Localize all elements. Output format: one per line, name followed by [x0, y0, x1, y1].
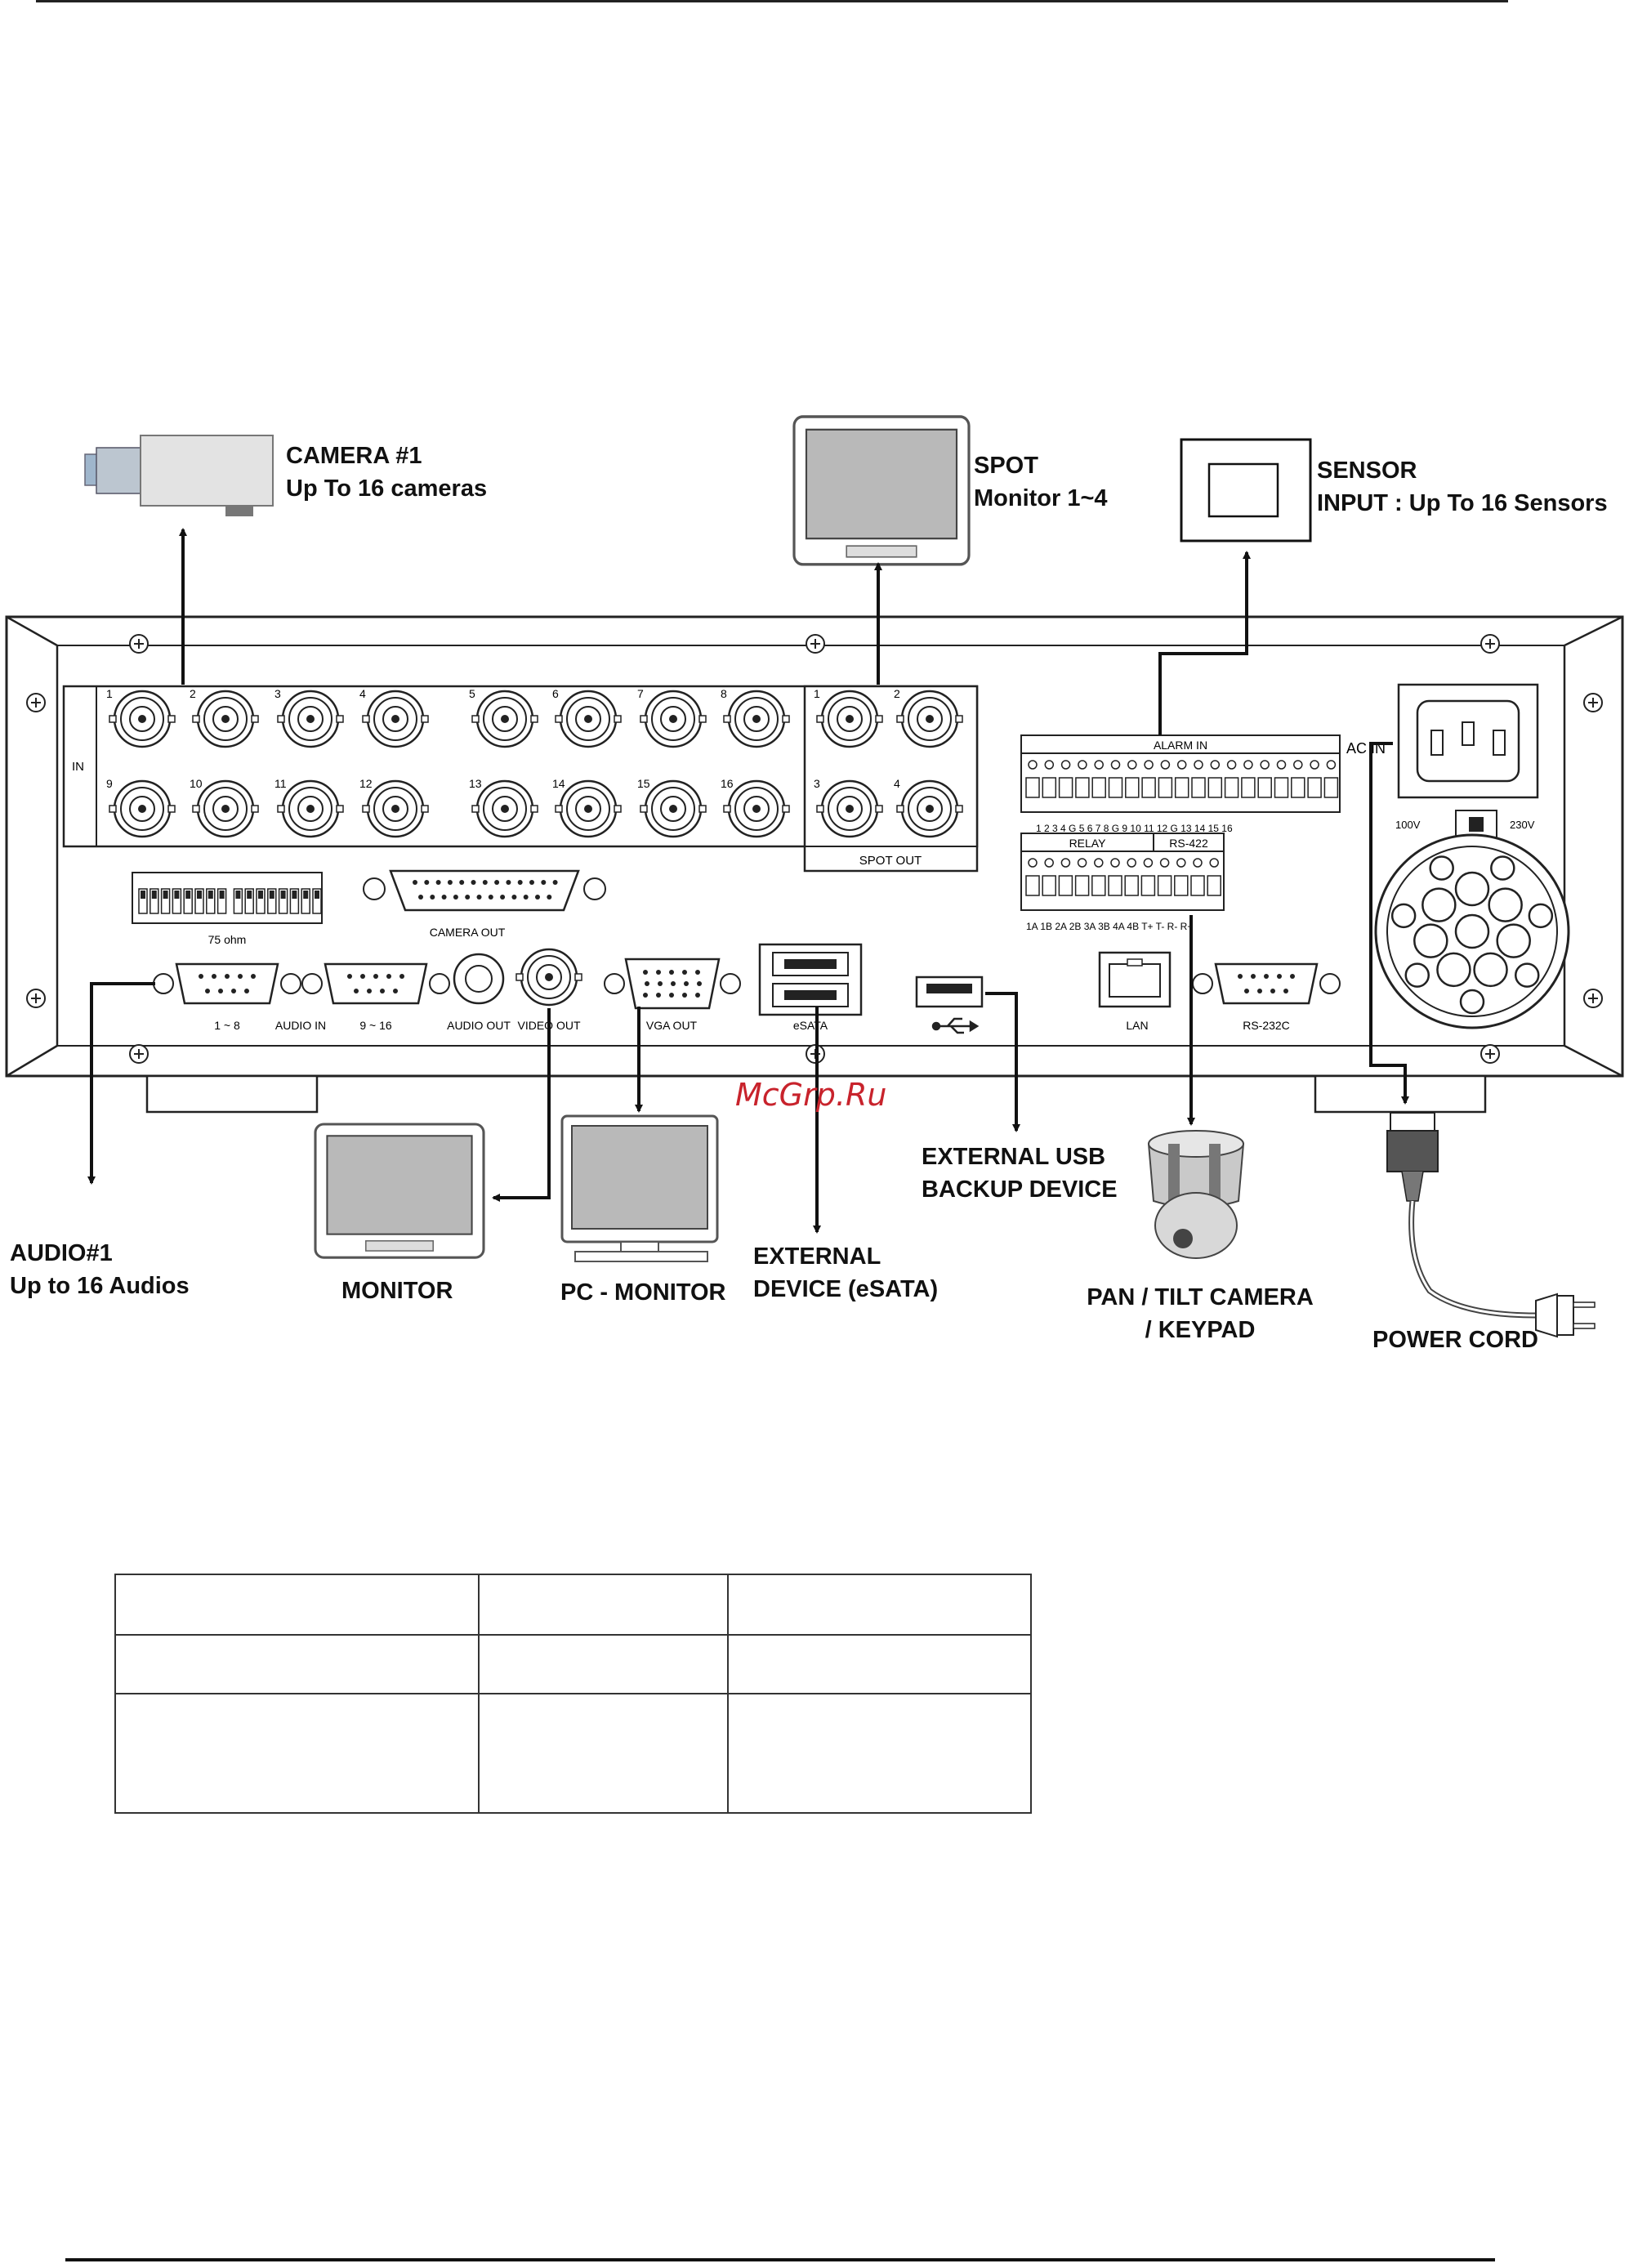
table-row	[114, 1574, 1032, 1636]
in-label: IN	[72, 760, 84, 774]
power-arrow	[1369, 742, 1409, 1105]
lan-port	[1098, 951, 1172, 1008]
power-cord-icon	[1386, 1112, 1596, 1338]
camera-in-number-label: 9	[106, 777, 113, 790]
camera-in-number-label: 5	[469, 687, 475, 700]
power-cord-label: POWER CORD	[1372, 1327, 1538, 1353]
table-row	[114, 1693, 1032, 1814]
ptz-camera-icon	[1147, 1130, 1245, 1259]
camera-in-number-label: 6	[552, 687, 559, 700]
usb-icon	[931, 1017, 980, 1034]
camera-in-number-label: 7	[637, 687, 644, 700]
ohm-label: 75 ohm	[208, 933, 247, 946]
camera-in-number-label: 2	[190, 687, 196, 700]
camera-in-number-label: 13	[469, 777, 482, 790]
screw-icon	[26, 989, 46, 1008]
screw-icon	[1480, 1044, 1500, 1064]
rs422-label: RS-422	[1169, 837, 1208, 850]
pc-monitor-label: PC - MONITOR	[560, 1279, 726, 1306]
monitor-label: MONITOR	[341, 1278, 453, 1304]
screw-icon	[1480, 634, 1500, 654]
audio-1-8-label: 1 ~ 8	[214, 1019, 240, 1032]
camera-in-number-label: 12	[359, 777, 373, 790]
camera-in-number-label: 15	[637, 777, 650, 790]
screw-icon	[1583, 693, 1603, 712]
lan-label: LAN	[1126, 1019, 1148, 1032]
alarm-numbers: 1 2 3 4 G 5 6 7 8 G 9 10 11 12 G 13 14 1…	[1036, 823, 1233, 834]
esata-label: eSATA	[793, 1019, 828, 1032]
audio-9-16-label: 9 ~ 16	[359, 1019, 392, 1032]
usb-arrow	[985, 992, 1020, 1132]
vga-out-label: VGA OUT	[646, 1019, 698, 1032]
camera-out-port	[363, 869, 606, 912]
rs232c-label: RS-232C	[1243, 1019, 1290, 1032]
audio-out-label: AUDIO OUT	[447, 1019, 511, 1032]
fan-icon	[1374, 833, 1570, 1029]
pc-monitor-icon	[560, 1114, 719, 1262]
ptz-label: PAN / TILT CAMERA/ KEYPAD	[1087, 1284, 1314, 1343]
usb-port	[915, 976, 984, 1008]
camera-in-number-label: 14	[552, 777, 565, 790]
camera-in-number-label: 11	[274, 777, 287, 790]
230v-label: 230V	[1510, 819, 1535, 831]
camera-in-number-label: 4	[359, 687, 366, 700]
vga-out-port	[604, 958, 741, 1010]
screw-icon	[806, 634, 825, 654]
screw-icon	[26, 693, 46, 712]
camera-in-number-label: 8	[721, 687, 727, 700]
relay-label: RELAY	[1069, 837, 1107, 850]
sensor-icon	[1180, 438, 1312, 542]
screw-icon	[129, 1044, 149, 1064]
watermark: McGrp.Ru	[735, 1077, 887, 1113]
esata-port	[758, 943, 863, 1016]
camera-in-number-label: 1	[106, 687, 113, 700]
connection-lines	[87, 528, 1409, 1234]
empty-table	[114, 1574, 1032, 1814]
camera-in-number-label: 3	[274, 687, 281, 700]
relay-numbers: 1A 1B 2A 2B 3A 3B 4A 4B T+ T- R- R+	[1026, 921, 1193, 932]
screw-icon	[1583, 989, 1603, 1008]
spot-monitor-icon	[792, 415, 971, 566]
sensor-arrow	[1158, 551, 1251, 735]
bottom-rule	[65, 2258, 1495, 2261]
camera-icon	[84, 435, 274, 516]
audio-arrow	[87, 982, 155, 1185]
camera-in-number-label: 16	[721, 777, 734, 790]
audio-in-label: AUDIO IN	[275, 1019, 326, 1032]
spot-number-label: 4	[894, 777, 900, 790]
spot-number-label: 2	[894, 687, 900, 700]
spot-out-label: SPOT OUT	[859, 854, 922, 868]
monitor-icon	[314, 1123, 485, 1259]
table-row	[114, 1634, 1032, 1694]
spot-number-label: 3	[814, 777, 820, 790]
camera-in-number-label: 10	[190, 777, 203, 790]
screw-icon	[129, 634, 149, 654]
camera-out-label: CAMERA OUT	[430, 926, 506, 939]
alarm-in-label: ALARM IN	[1154, 739, 1207, 752]
video-out-arrow	[492, 1008, 551, 1202]
spot-number-label: 1	[814, 687, 820, 700]
100v-label: 100V	[1395, 819, 1421, 831]
top-rule	[36, 0, 1508, 2]
